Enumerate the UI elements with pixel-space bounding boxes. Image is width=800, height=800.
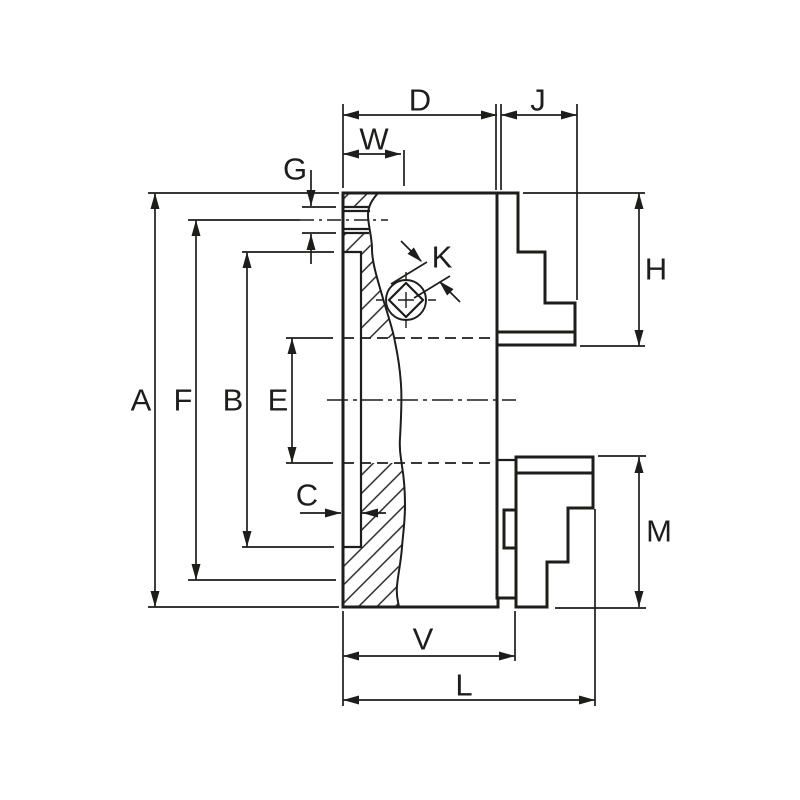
dim-label-h: H — [644, 251, 668, 287]
dim-label-k: K — [431, 239, 453, 275]
arrowhead — [634, 330, 644, 346]
k-tangent-lines — [390, 261, 451, 299]
arrowhead — [385, 149, 401, 159]
arrowheads — [150, 110, 644, 705]
ext-lines-right — [523, 192, 646, 609]
chuck-body — [341, 191, 520, 609]
arrowhead — [579, 695, 595, 705]
hatch-region — [361, 252, 395, 338]
arrowhead — [242, 531, 252, 547]
back-recess — [341, 250, 363, 549]
arrowhead — [306, 234, 316, 250]
dimension-lines — [148, 104, 646, 706]
dim-label-j: J — [530, 82, 546, 118]
arrowhead — [362, 508, 378, 518]
arrowhead — [634, 591, 644, 607]
ext-lines-top — [342, 104, 578, 300]
dim-label-d: D — [408, 82, 432, 118]
hatch-region — [343, 193, 378, 207]
hidden-lines — [343, 337, 497, 464]
arrowhead — [439, 281, 454, 296]
section-hatching — [343, 193, 405, 607]
ext-lines-left — [148, 192, 339, 608]
arrowhead — [287, 338, 297, 354]
arrowhead — [325, 508, 341, 518]
arrowhead — [634, 457, 644, 473]
bottom-jaw — [502, 455, 595, 609]
dim-label-e: E — [267, 382, 289, 418]
dim-label-f: F — [173, 382, 193, 418]
arrowhead — [191, 564, 201, 580]
dim-label-b: B — [222, 382, 244, 418]
arrowhead — [191, 220, 201, 236]
dim-label-a: A — [130, 382, 152, 418]
dim-label-g: G — [282, 151, 308, 187]
arrowhead — [287, 447, 297, 463]
arrowhead — [561, 110, 577, 120]
arrowhead — [150, 193, 160, 209]
arrowhead — [343, 149, 359, 159]
bottom-jaw-tab — [502, 508, 518, 550]
mounting-hole-lines — [341, 205, 371, 235]
arrowhead — [343, 695, 359, 705]
center-lines — [300, 219, 516, 401]
arrowhead — [306, 190, 316, 206]
arrowhead — [501, 110, 517, 120]
dim-label-m: M — [646, 513, 672, 549]
body-outline — [341, 191, 520, 609]
arrowhead — [407, 247, 422, 262]
ext-lines-bottom — [342, 509, 596, 706]
dim-label-w: W — [359, 121, 389, 157]
top-jaw — [495, 191, 577, 347]
top-jaw-outline — [495, 191, 577, 347]
arrowhead — [499, 651, 515, 661]
body-inner-features — [341, 205, 518, 549]
arrowhead — [150, 591, 160, 607]
dim-label-l: L — [455, 667, 473, 703]
key-socket-square — [387, 281, 425, 319]
arrowhead — [343, 110, 359, 120]
key-socket-center-cross — [376, 272, 436, 328]
hatch-region — [361, 463, 405, 547]
bore-contour-break-line — [366, 192, 407, 608]
hatch-region — [343, 233, 372, 252]
arrowhead — [634, 193, 644, 209]
dim-label-v: V — [412, 621, 434, 657]
bottom-jaw-outline — [514, 455, 595, 609]
hatch-region — [343, 547, 402, 607]
arrowhead — [343, 651, 359, 661]
arrowhead — [242, 252, 252, 268]
dim-label-c: C — [295, 477, 319, 513]
arrowhead — [481, 110, 497, 120]
